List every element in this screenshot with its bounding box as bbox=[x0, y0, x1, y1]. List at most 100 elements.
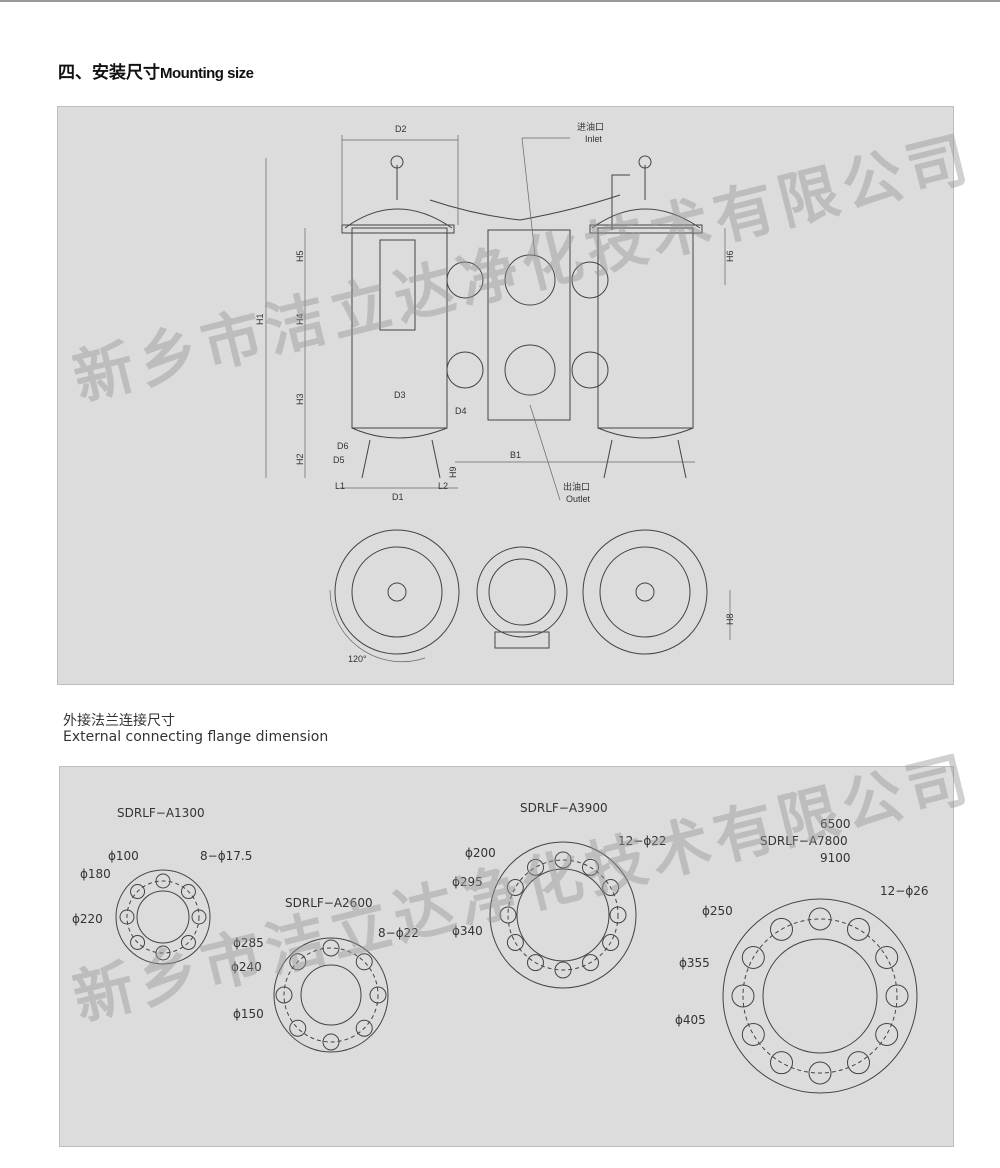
flange-dim: ϕ295 bbox=[452, 875, 483, 889]
bolt-hole bbox=[275, 986, 293, 1004]
outlet-en: Outlet bbox=[566, 494, 591, 504]
bolt-hole bbox=[191, 909, 207, 925]
flange-bore bbox=[300, 964, 362, 1026]
flange-dim: ϕ200 bbox=[465, 846, 496, 860]
dim-D6: D6 bbox=[337, 441, 349, 451]
bolt-hole bbox=[527, 858, 544, 876]
bolt-hole bbox=[741, 1023, 765, 1046]
dim-H8: H8 bbox=[725, 613, 735, 625]
dim-H1: H1 bbox=[255, 313, 265, 325]
inlet-cn: 进油口 bbox=[577, 121, 604, 132]
mounting-drawing-panel bbox=[57, 106, 954, 685]
top-view bbox=[329, 529, 708, 663]
flange-model: SDRLF−A7800 bbox=[760, 834, 848, 848]
bolt-circle bbox=[126, 880, 200, 954]
bolt-hole bbox=[808, 907, 832, 931]
flange-outer-circle bbox=[273, 937, 389, 1053]
bolt-hole bbox=[554, 851, 572, 869]
flange-dim: ϕ220 bbox=[72, 912, 103, 926]
bolt-hole bbox=[155, 873, 171, 889]
flange-title-cn: 外接法兰连接尺寸 bbox=[63, 713, 175, 729]
flange-dim: ϕ355 bbox=[679, 956, 710, 970]
dim-D4: D4 bbox=[455, 406, 467, 416]
bolt-hole bbox=[180, 934, 196, 950]
angle-120: 120° bbox=[348, 654, 367, 664]
bolt-hole bbox=[119, 909, 135, 925]
right-filter-housing bbox=[589, 155, 703, 479]
bolt-hole bbox=[155, 945, 171, 961]
bolt-hole bbox=[770, 917, 793, 941]
bolt-hole bbox=[741, 946, 765, 969]
bolt-hole bbox=[731, 984, 755, 1008]
flange-dim: 12−ϕ22 bbox=[618, 834, 667, 848]
flange-dim: ϕ405 bbox=[675, 1013, 706, 1027]
bolt-circle bbox=[742, 918, 898, 1074]
bolt-hole bbox=[875, 1023, 899, 1046]
bolt-hole bbox=[875, 946, 899, 969]
bolt-hole bbox=[506, 934, 524, 951]
changeover-valve bbox=[429, 194, 621, 421]
dim-H3: H3 bbox=[295, 393, 305, 405]
flange-labels: SDRLF−A1300 ϕ100 ϕ180 ϕ220 8−ϕ17.5 SDRLF… bbox=[72, 801, 929, 1027]
bolt-hole bbox=[130, 934, 146, 950]
flange-dim: ϕ250 bbox=[702, 904, 733, 918]
flange-model: 6500 bbox=[820, 817, 851, 831]
bolt-hole bbox=[770, 1051, 793, 1075]
flange-dim: 8−ϕ17.5 bbox=[200, 849, 252, 863]
flange-dim: ϕ180 bbox=[80, 867, 111, 881]
bolt-hole bbox=[602, 934, 620, 951]
flange-title-en: External connecting flange dimension bbox=[63, 729, 329, 745]
bolt-hole bbox=[602, 879, 620, 896]
flange-dim: ϕ340 bbox=[452, 924, 483, 938]
section-heading: 四、安装尺寸Mounting size bbox=[58, 63, 254, 83]
bolt-hole bbox=[808, 1061, 832, 1085]
flange-diagrams bbox=[115, 841, 918, 1094]
dim-H5: H5 bbox=[295, 250, 305, 262]
inlet-en: Inlet bbox=[585, 134, 603, 144]
bolt-hole bbox=[609, 906, 627, 924]
flange-model: 9100 bbox=[820, 851, 851, 865]
bolt-circle bbox=[283, 947, 379, 1043]
dimension-lines bbox=[265, 135, 731, 640]
bolt-hole bbox=[355, 953, 373, 971]
flange-outer-circle bbox=[722, 898, 918, 1094]
bolt-hole bbox=[322, 939, 340, 957]
top-border bbox=[0, 0, 1000, 2]
outlet-cn: 出油口 bbox=[563, 481, 590, 492]
dim-L2: L2 bbox=[438, 481, 448, 491]
dim-H4: H4 bbox=[295, 313, 305, 325]
flange-dim: 8−ϕ22 bbox=[378, 926, 419, 940]
dim-D2: D2 bbox=[395, 124, 407, 134]
flange-model: SDRLF−A1300 bbox=[117, 806, 205, 820]
flange-bore bbox=[762, 938, 878, 1054]
bolt-hole bbox=[289, 953, 307, 971]
bolt-hole bbox=[885, 984, 909, 1008]
flange-model: SDRLF−A2600 bbox=[285, 896, 373, 910]
bolt-hole bbox=[582, 858, 599, 876]
bolt-hole bbox=[582, 954, 599, 972]
flange-dim: ϕ150 bbox=[233, 1007, 264, 1021]
flange-dim: ϕ100 bbox=[108, 849, 139, 863]
bolt-hole bbox=[847, 1051, 870, 1075]
flange-outer-circle bbox=[489, 841, 637, 989]
bolt-circle bbox=[507, 859, 619, 971]
flange-dim: ϕ240 bbox=[231, 960, 262, 974]
flange-drawing-panel bbox=[59, 766, 954, 1147]
flange-bore bbox=[136, 890, 190, 944]
dim-H9: H9 bbox=[448, 466, 458, 478]
bolt-hole bbox=[506, 879, 524, 896]
flange-dim: 12−ϕ26 bbox=[880, 884, 929, 898]
bolt-hole bbox=[554, 961, 572, 979]
dim-B1: B1 bbox=[510, 450, 521, 460]
flange-model: SDRLF−A3900 bbox=[520, 801, 608, 815]
flange-dim: ϕ285 bbox=[233, 936, 264, 950]
bolt-hole bbox=[847, 917, 870, 941]
bolt-hole bbox=[355, 1019, 373, 1037]
bolt-hole bbox=[499, 906, 517, 924]
bolt-hole bbox=[322, 1033, 340, 1051]
flange-outer-circle bbox=[115, 869, 211, 965]
dim-D5: D5 bbox=[333, 455, 345, 465]
left-filter-housing bbox=[341, 155, 455, 479]
bolt-hole bbox=[369, 986, 387, 1004]
